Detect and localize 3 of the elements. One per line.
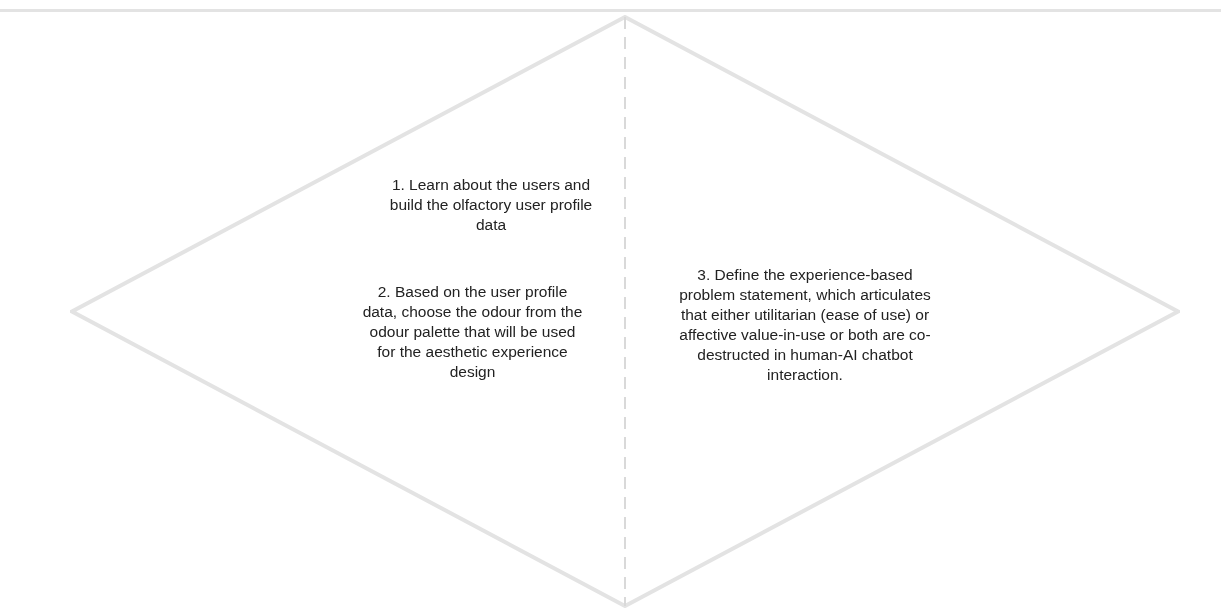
step-text: 3. Define the experience-based problem statement, which articulates that either utilitarian (ease of use) or affective value-in-use or both are co-destructed in human-AI chatbot interaction. (678, 265, 932, 385)
step-text: 1. Learn about the users and build the olfactory user profile data (388, 175, 594, 235)
step-text: 2. Based on the user profile data, choose the odour from the odour palette that will be used for the aesthetic experience design (361, 282, 584, 382)
